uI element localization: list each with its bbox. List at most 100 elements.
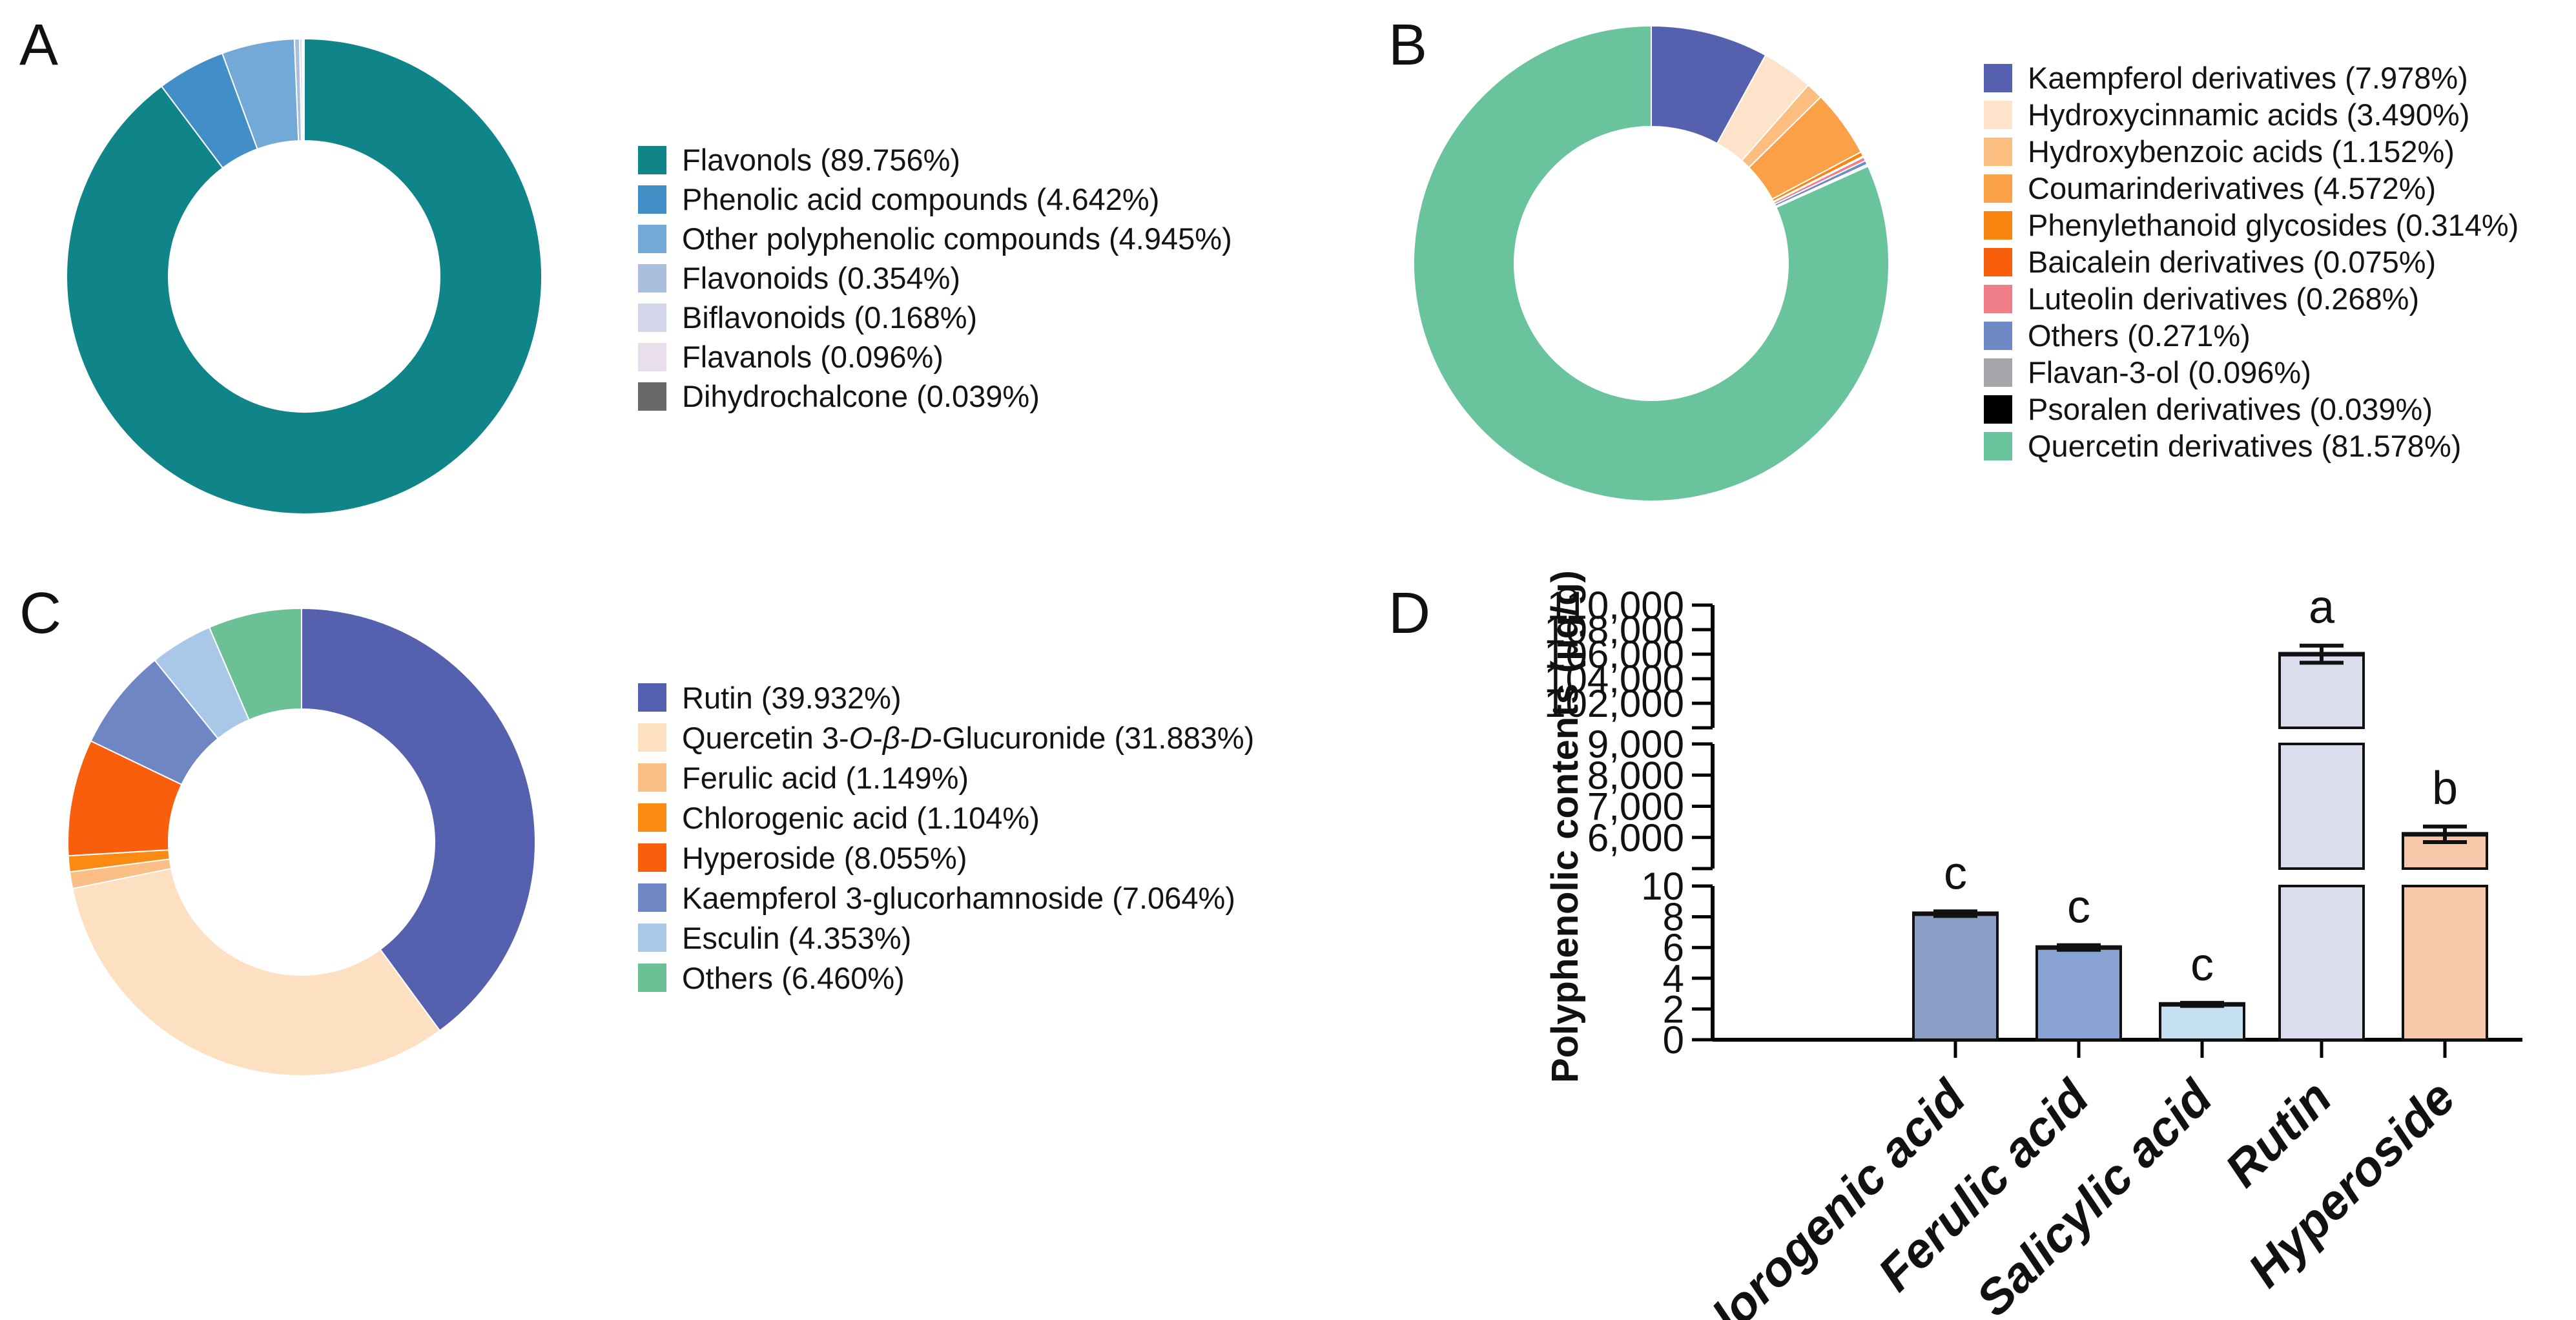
legend-item: Hyperoside (8.055%) [638,838,1254,878]
legend-item: Phenylethanoid glycosides (0.314%) [1984,207,2519,243]
legend-swatch [638,883,666,912]
legend-swatch [638,263,666,293]
legend-item: Kaempferol derivatives (7.978%) [1984,59,2519,96]
legend-item: Other polyphenolic compounds (4.945%) [638,219,1232,258]
d-bar-2-seg-0 [2159,1003,2245,1042]
legend-item: Dihydrochalcone (0.039%) [638,376,1232,416]
panel-label-d: D [1388,581,1430,646]
donut-c-slice-7 [208,607,303,721]
legend-label: Kaempferol derivatives (7.978%) [2028,61,2468,95]
legend-item: Flavanols (0.096%) [638,337,1232,376]
legend-swatch [1984,211,2012,240]
legend-swatch [1984,321,2012,350]
legend-label: Rutin (39.932%) [682,680,902,715]
legend-label: Phenylethanoid glycosides (0.314%) [2028,208,2519,242]
legend-label: Esculin (4.353%) [682,920,912,955]
legend-item: Ferulic acid (1.149%) [638,758,1254,798]
d-y-tick-label: 110,000 [1547,584,1684,627]
d-bar-4-seg-0 [2402,885,2488,1041]
legend-label: Other polyphenolic compounds (4.945%) [682,222,1232,256]
legend-item: Hydroxybenzoic acids (1.152%) [1984,133,2519,170]
legend-item: Phenolic acid compounds (4.642%) [638,180,1232,219]
legend-label: Flavonoids (0.354%) [682,261,961,295]
d-bar-0-seg-0 [1912,912,1999,1041]
d-sig-letter-4: b [2432,763,2458,814]
d-y-tick-label: 10 [1641,865,1684,908]
legend-swatch [638,382,666,411]
legend-swatch [638,342,666,371]
legend-item: Esculin (4.353%) [638,918,1254,958]
legend-item: Psoralen derivatives (0.039%) [1984,391,2519,428]
legend-item: Rutin (39.932%) [638,677,1254,717]
legend-item: Biflavonoids (0.168%) [638,298,1232,337]
legend-swatch [1984,63,2012,92]
legend-item: Baicalein derivatives (0.075%) [1984,243,2519,280]
d-y-tick-label: 108,000 [1544,608,1684,652]
d-x-category-label-0: Chlorogenic acid [1656,1069,1977,1320]
d-y-tick-label: 104,000 [1544,657,1684,701]
d-y-tick-label: 6 [1663,926,1684,969]
donut-c-slice-0 [301,607,536,1032]
donut-b-slice-10 [1413,25,1890,502]
legend-swatch [638,763,666,792]
d-sig-letter-3: a [2309,582,2335,634]
d-y-tick-label: 102,000 [1544,682,1684,725]
legend-swatch [638,843,666,872]
legend-panel-b: Kaempferol derivatives (7.978%)Hydroxyci… [1984,59,2519,464]
legend-swatch [638,145,666,174]
legend-item: Quercetin 3-O-β-D-Glucuronide (31.883%) [638,717,1254,758]
legend-label: Biflavonoids (0.168%) [682,300,978,335]
panel-label-a: A [19,13,59,77]
legend-label: Quercetin 3-O-β-D-Glucuronide (31.883%) [682,720,1255,755]
legend-swatch [1984,358,2012,387]
panel-label-c: C [19,581,61,646]
legend-label: Others (0.271%) [2028,318,2251,353]
legend-item: Others (0.271%) [1984,317,2519,354]
d-sig-letter-2: c [2190,939,2214,991]
legend-label: Psoralen derivatives (0.039%) [2028,392,2433,426]
legend-label: Phenolic acid compounds (4.642%) [682,182,1160,216]
legend-swatch [1984,174,2012,203]
d-y-tick-label: 8 [1663,896,1684,939]
legend-item: Others (6.460%) [638,958,1254,998]
d-y-tick-label: 9,000 [1587,723,1684,766]
d-y-tick-label: 8,000 [1587,754,1684,797]
legend-item: Chlorogenic acid (1.104%) [638,798,1254,838]
legend-item: Flavonols (89.756%) [638,140,1232,180]
d-sig-letter-1: c [2067,882,2090,933]
legend-item: Coumarinderivatives (4.572%) [1984,170,2519,207]
legend-swatch [1984,395,2012,424]
legend-swatch [638,224,666,253]
d-y-tick-label: 2 [1663,987,1684,1031]
legend-swatch [638,723,666,752]
legend-item: Kaempferol 3-glucorhamnoside (7.064%) [638,878,1254,918]
legend-swatch [1984,100,2012,129]
legend-label: Flavan-3-ol (0.096%) [2028,355,2311,389]
d-y-tick-label: 0 [1663,1018,1684,1062]
legend-label: Coumarinderivatives (4.572%) [2028,171,2437,205]
legend-item: Hydroxycinnamic acids (3.490%) [1984,96,2519,133]
legend-swatch [638,185,666,214]
legend-label: Others (6.460%) [682,960,905,995]
legend-label: Ferulic acid (1.149%) [682,760,969,795]
d-bar-1-seg-0 [2035,946,2122,1041]
legend-swatch [1984,431,2012,460]
legend-label: Hyperoside (8.055%) [682,840,967,875]
d-sig-letter-0: c [1944,847,1967,899]
d-bar-3-seg-2 [2278,653,2365,729]
legend-label: Flavonols (89.756%) [682,143,961,177]
legend-item: Flavonoids (0.354%) [638,258,1232,298]
legend-swatch [638,923,666,952]
legend-item: Luteolin derivatives (0.268%) [1984,280,2519,317]
d-y-tick-label: 7,000 [1587,785,1684,829]
legend-swatch [638,964,666,992]
d-bar-3-seg-1 [2278,743,2365,870]
d-y-tick-label: 4 [1663,957,1684,1000]
legend-swatch [638,683,666,712]
donut-a-slice-0 [66,37,542,515]
legend-panel-c: Rutin (39.932%) Quercetin 3-O-β-D-Glucuro… [638,677,1254,998]
legend-swatch [1984,137,2012,166]
legend-label: Quercetin derivatives (81.578%) [2028,429,2462,463]
